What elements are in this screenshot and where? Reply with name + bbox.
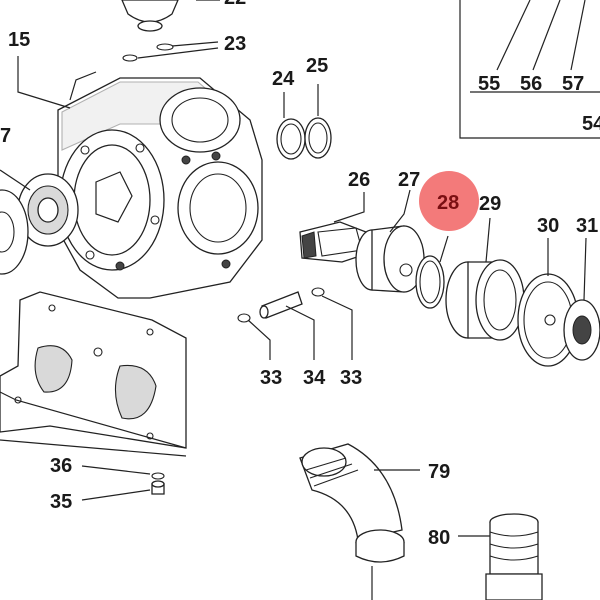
part-80-hose-fitting [458, 513, 543, 600]
callout-30: 30 [537, 215, 559, 237]
callout-34: 34 [303, 367, 326, 389]
callout-33-left: 33 [260, 367, 282, 389]
callout-27: 27 [398, 169, 420, 191]
part-30-diaphragm [517, 238, 579, 367]
part-29-cylinder [445, 217, 525, 341]
callout-33-right: 33 [340, 367, 362, 389]
callout-36: 36 [50, 455, 72, 477]
callout-56: 56 [520, 73, 542, 95]
part-15-pump-body [17, 56, 263, 299]
part-23-washers [122, 41, 219, 62]
part-33-clip-left [237, 313, 271, 360]
callout-24: 24 [272, 68, 295, 90]
callout-labels: 15 7 22 23 24 25 26 27 28 29 30 31 33 34… [0, 0, 600, 549]
callout-31: 31 [576, 215, 598, 237]
callout-79: 79 [428, 461, 450, 483]
part-25-ring [304, 84, 332, 159]
callout-15: 15 [8, 29, 30, 51]
callout-25: 25 [306, 55, 328, 77]
part-28-oring [415, 235, 449, 309]
callout-80: 80 [428, 527, 450, 549]
callout-35: 35 [50, 491, 72, 513]
part-24-ring [276, 92, 306, 160]
part-35-plug [81, 480, 165, 501]
part-31-disk [563, 237, 600, 361]
part-34-pin [259, 291, 315, 360]
callout-23: 23 [224, 33, 246, 55]
part-36-washer [81, 465, 165, 480]
callout-57: 57 [562, 73, 584, 95]
inset-panel [459, 0, 600, 139]
callout-55: 55 [478, 73, 500, 95]
part-33-clip-right [311, 287, 353, 360]
callout-7: 7 [0, 125, 11, 147]
mounting-bracket [0, 291, 187, 457]
callout-54: 54 [582, 113, 600, 135]
part-7-bearing [0, 169, 79, 275]
part-79-elbow [299, 443, 420, 600]
callout-28: 28 [437, 192, 459, 214]
callout-22: 22 [224, 0, 246, 9]
highlight-marker [419, 171, 479, 231]
part-27-piston [355, 189, 425, 293]
callout-29: 29 [479, 193, 501, 215]
part-22-cap [121, 0, 220, 32]
callout-26: 26 [348, 169, 370, 191]
